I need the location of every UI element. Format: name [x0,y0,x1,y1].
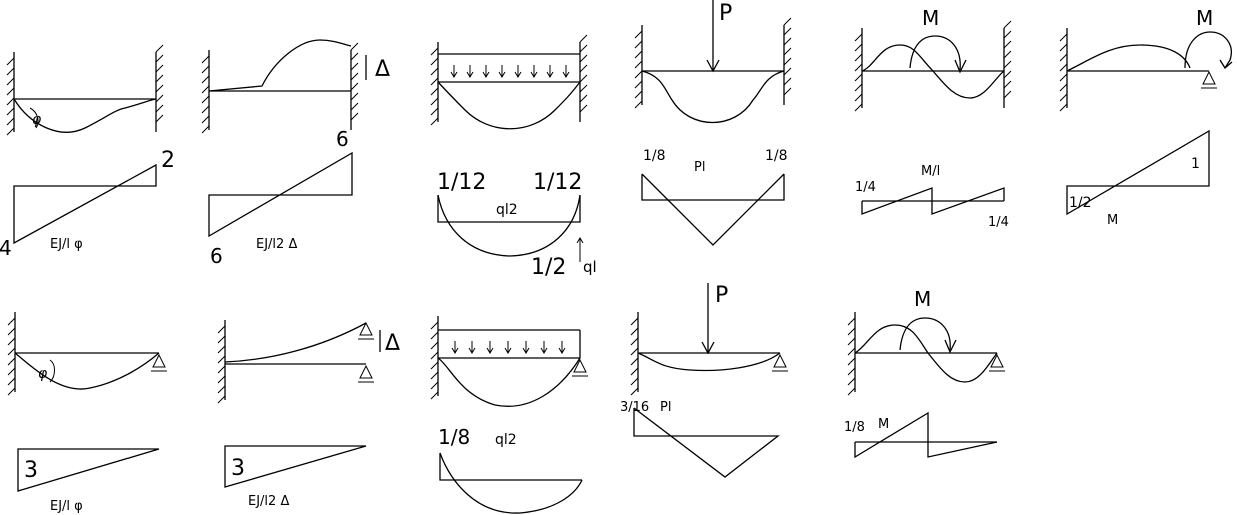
r2c1-beam: φ [7,311,168,396]
r2c5-beam: M [847,287,1006,396]
coef-left: 1/2 [1069,195,1092,211]
coef: 3 [24,458,38,483]
coef-right: 1/8 [765,148,788,164]
r1c1-beam: φ [6,44,164,136]
r2c3-moment-diagram: 1/8 ql2 [438,425,583,514]
center-label: M/l [921,164,940,179]
r1c3-beam [430,34,588,130]
displacement-label: Δ [375,57,390,82]
r1c2-beam: Δ [201,39,390,134]
coef-right: 2 [161,148,175,173]
r2c4-beam: P [630,283,789,396]
r1c5-moment-diagram: 1/4 M/l 1/4 [855,164,1009,230]
r2c2-beam: Δ [217,319,400,404]
r1c1-moment-diagram: 2 4 EJ/l φ [0,148,175,260]
center-label: M [878,417,889,432]
coef: 3 [231,456,245,481]
coef-bottom: 1/2 [531,255,566,280]
caption: EJ/l2 Δ [248,494,289,509]
coef-right: 1/4 [988,215,1009,230]
r1c4-moment-diagram: 1/8 1/8 Pl [641,148,788,246]
r2c1-moment-diagram: 3 EJ/l φ [17,448,160,514]
coef: 1/8 [844,420,865,435]
coef: 1/8 [438,425,470,449]
center-label: ql2 [495,432,517,448]
r2c3-beam [430,315,589,407]
moment-label: M [922,6,939,30]
coef-right: 1/12 [533,170,582,195]
coef-right: 1 [1191,156,1200,172]
coef-left: 1/4 [855,180,876,195]
r2c5-moment-diagram: 1/8 M [844,411,998,459]
caption: EJ/l2 Δ [256,237,297,252]
displacement-label: Δ [385,331,400,356]
r1c2-moment-diagram: 6 6 EJ/l2 Δ [208,127,353,268]
center-label: M [1107,213,1118,228]
moment-label: M [1196,6,1213,30]
r1c3-moment-diagram: 1/12 1/12 ql2 1/2 ql [437,170,597,280]
rotation-symbol: φ [32,112,42,128]
shear-label: ql [583,258,597,276]
r1c6-beam: M [1059,6,1233,112]
r2c2-moment-diagram: 3 EJ/l2 Δ [224,445,367,509]
coef: 3/16 [620,400,649,415]
center-label: Pl [694,160,705,175]
coef-left: 4 [0,236,12,260]
center-label: Pl [660,400,671,415]
coef-top: 6 [336,127,349,151]
rotation-symbol: φ [38,366,48,382]
r2c4-moment-diagram: 3/16 Pl [620,400,780,478]
caption: EJ/l φ [50,237,83,252]
coef-left: 1/12 [437,170,486,195]
caption: EJ/l φ [50,499,83,514]
load-label: P [719,1,732,26]
r1c6-moment-diagram: 1 1/2 M [1066,129,1210,228]
moment-label: M [914,287,931,311]
center-label: ql2 [496,202,518,218]
r1c4-beam: P [634,0,792,123]
r1c5-beam: M [854,6,1012,112]
coef-bottom: 6 [210,244,223,268]
load-label: P [715,283,728,308]
coef-left: 1/8 [643,148,666,164]
